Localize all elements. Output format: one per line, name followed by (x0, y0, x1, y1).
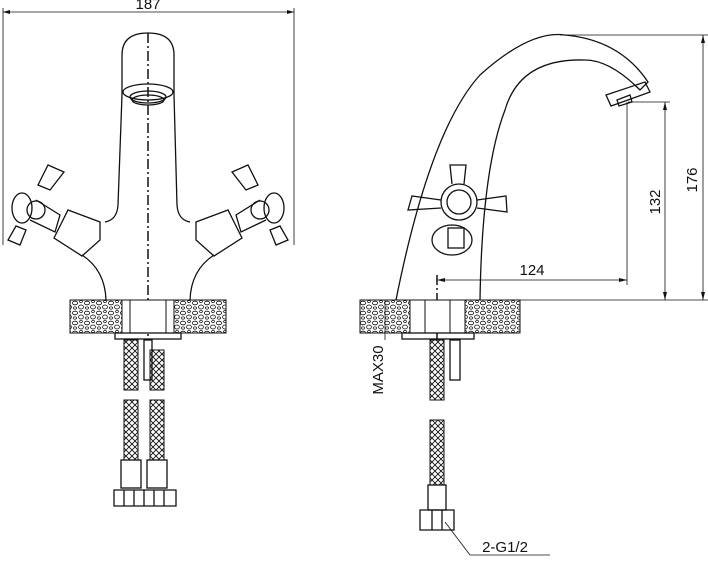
front-spout-body (104, 32, 191, 223)
max-thickness-label: MAX30 (370, 345, 387, 394)
spout-reach-label: 124 (519, 262, 544, 279)
width-label: 187 (135, 0, 160, 13)
side-view (359, 33, 708, 556)
right-cross-handle (195, 164, 289, 257)
front-view (2, 8, 295, 507)
front-hoses (113, 339, 177, 507)
side-spout-outer (395, 33, 649, 301)
height-label: 176 (684, 167, 701, 192)
side-cross-handle (407, 164, 508, 256)
height-dimensions (380, 34, 708, 340)
left-cross-handle (7, 164, 101, 257)
width-dimension (2, 8, 295, 245)
spout-height-label: 132 (647, 189, 664, 214)
connection-label: 2-G1/2 (482, 539, 528, 556)
